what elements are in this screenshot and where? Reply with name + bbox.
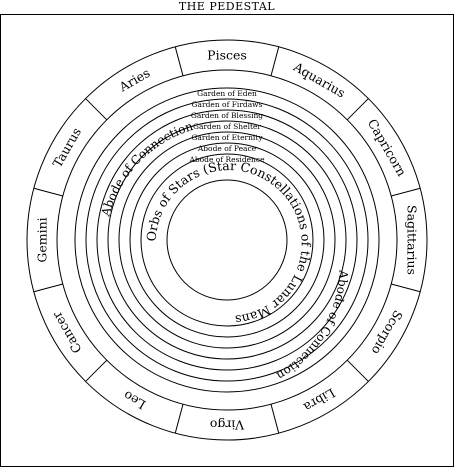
zodiac-divider-11 (85, 98, 108, 121)
zodiac-label-leo: Leo (121, 388, 149, 413)
garden-label-6: Abode of Residence (188, 155, 265, 164)
zodiac-label-sagittarius: Sagittarius (405, 205, 420, 275)
zodiac-label-cancer: Cancer (49, 309, 85, 356)
garden-label-2: Garden of Blessing (191, 111, 263, 120)
zodiac-divider-7 (174, 404, 184, 434)
zodiac-divider-5 (346, 359, 369, 382)
ring-4 (96, 109, 358, 371)
zodiac-divider-6 (270, 404, 280, 434)
zodiac-divider-10 (33, 187, 63, 197)
ring-3 (85, 98, 369, 382)
garden-label-5: Abode of Peace (197, 144, 257, 153)
zodiac-divider-2 (346, 98, 369, 121)
zodiac-label-pisces: Pisces (207, 48, 247, 63)
concentric-rings (26, 39, 428, 441)
zodiac-divider-9 (33, 283, 63, 293)
garden-label-3: Garden of Shelter (193, 122, 261, 131)
zodiac-label-virgo: Virgo (210, 418, 245, 433)
ring-7 (129, 142, 325, 338)
zodiac-divider-3 (391, 187, 421, 197)
garden-label-4: Garden of Eternity (191, 133, 263, 142)
ring-8 (140, 153, 314, 327)
abode-connection-left-path: Abode of Connection (98, 119, 195, 219)
ring-6 (118, 131, 336, 349)
ring-5 (107, 120, 347, 360)
zodiac-label-taurus: Taurus (49, 125, 84, 170)
zodiac-label-aquarius: Aquarius (290, 59, 348, 101)
ring-1 (56, 69, 398, 411)
zodiac-label-gemini: Gemini (35, 217, 50, 262)
zodiac-divider-0 (174, 46, 184, 76)
ring-2 (74, 87, 380, 393)
zodiac-dividers (33, 46, 421, 434)
zodiac-label-scorpio: Scorpio (369, 308, 406, 358)
zodiac-label-capricorn: Capricorn (365, 116, 410, 179)
diagram-title: THE PEDESTAL (178, 0, 276, 13)
ring-0 (26, 39, 428, 441)
zodiac-label-libra: Libra (301, 385, 338, 415)
ring-9 (166, 179, 288, 301)
abode-connection-label-left: Abode of Connection (98, 119, 195, 219)
outer-frame (0, 14, 454, 467)
zodiac-divider-1 (270, 46, 280, 76)
garden-label-0: Garden of Eden (197, 89, 257, 98)
garden-label-1: Garden of Firdaws (192, 100, 263, 109)
zodiac-divider-4 (391, 283, 421, 293)
zodiac-divider-8 (85, 359, 108, 382)
